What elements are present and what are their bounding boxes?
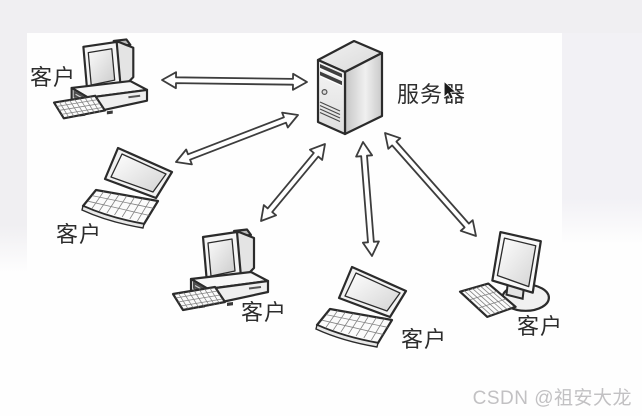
client-label: 客户 — [401, 328, 448, 353]
background-top-band — [0, 0, 642, 33]
arrow-client-top-left-server — [161, 71, 308, 91]
background-right-band — [562, 33, 642, 245]
tower-server-icon — [316, 40, 384, 136]
background-left-band — [0, 33, 27, 273]
arrow-client-mid-left-server — [175, 111, 299, 166]
desktop-pc-icon — [52, 38, 149, 120]
client-label: 客户 — [56, 223, 103, 248]
client-label: 客户 — [517, 315, 564, 340]
arrow-client-bottom-middle-server — [355, 141, 380, 257]
monitor-pc-icon — [458, 230, 550, 318]
arrow-client-bottom-center-server — [260, 143, 326, 222]
client-label: 客户 — [241, 301, 288, 326]
server-label: 服务器 — [397, 83, 467, 108]
laptop-icon — [315, 265, 408, 348]
watermark-text: CSDN @祖安大龙 — [472, 388, 632, 409]
laptop-icon — [81, 146, 174, 229]
arrow-client-right-server — [384, 132, 477, 237]
mouse-cursor-icon — [443, 81, 457, 99]
desktop-pc-icon — [171, 228, 270, 312]
client-label: 客户 — [30, 66, 77, 91]
